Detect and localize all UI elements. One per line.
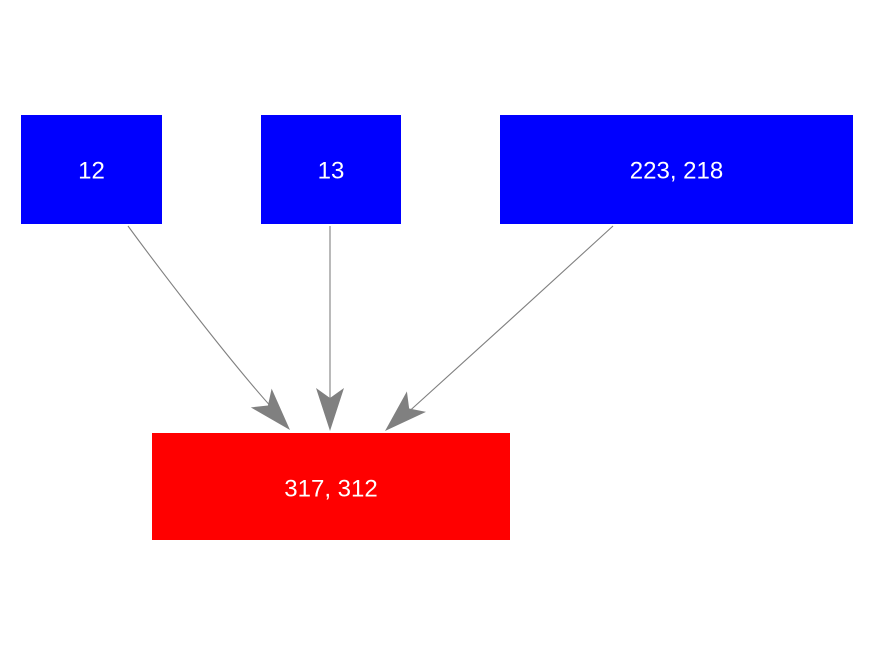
node-12-label: 12: [78, 157, 105, 184]
node-223-218-label: 223, 218: [630, 157, 723, 184]
node-group: 12 13 223, 218 317, 312: [21, 115, 853, 540]
edge-group: [127, 225, 614, 441]
node-317-312-label: 317, 312: [284, 475, 377, 502]
node-12[interactable]: 12: [21, 115, 162, 224]
node-13[interactable]: 13: [261, 115, 401, 224]
node-12-box[interactable]: [21, 115, 162, 224]
arrow-head-icon: [250, 388, 290, 430]
arrow-head-icon: [316, 388, 344, 431]
arrow-head-icon: [385, 391, 426, 431]
node-223-218[interactable]: 223, 218: [500, 115, 853, 224]
edge-12-to-317[interactable]: [127, 225, 300, 439]
edge-line: [127, 225, 275, 411]
edge-223-to-317[interactable]: [375, 225, 614, 441]
node-317-312-box[interactable]: [152, 433, 510, 540]
node-223-218-box[interactable]: [500, 115, 853, 224]
node-317-312[interactable]: 317, 312: [152, 433, 510, 540]
node-13-label: 13: [318, 157, 345, 184]
edge-line: [403, 225, 614, 417]
edge-13-to-317[interactable]: [316, 226, 344, 431]
node-13-box[interactable]: [261, 115, 401, 224]
